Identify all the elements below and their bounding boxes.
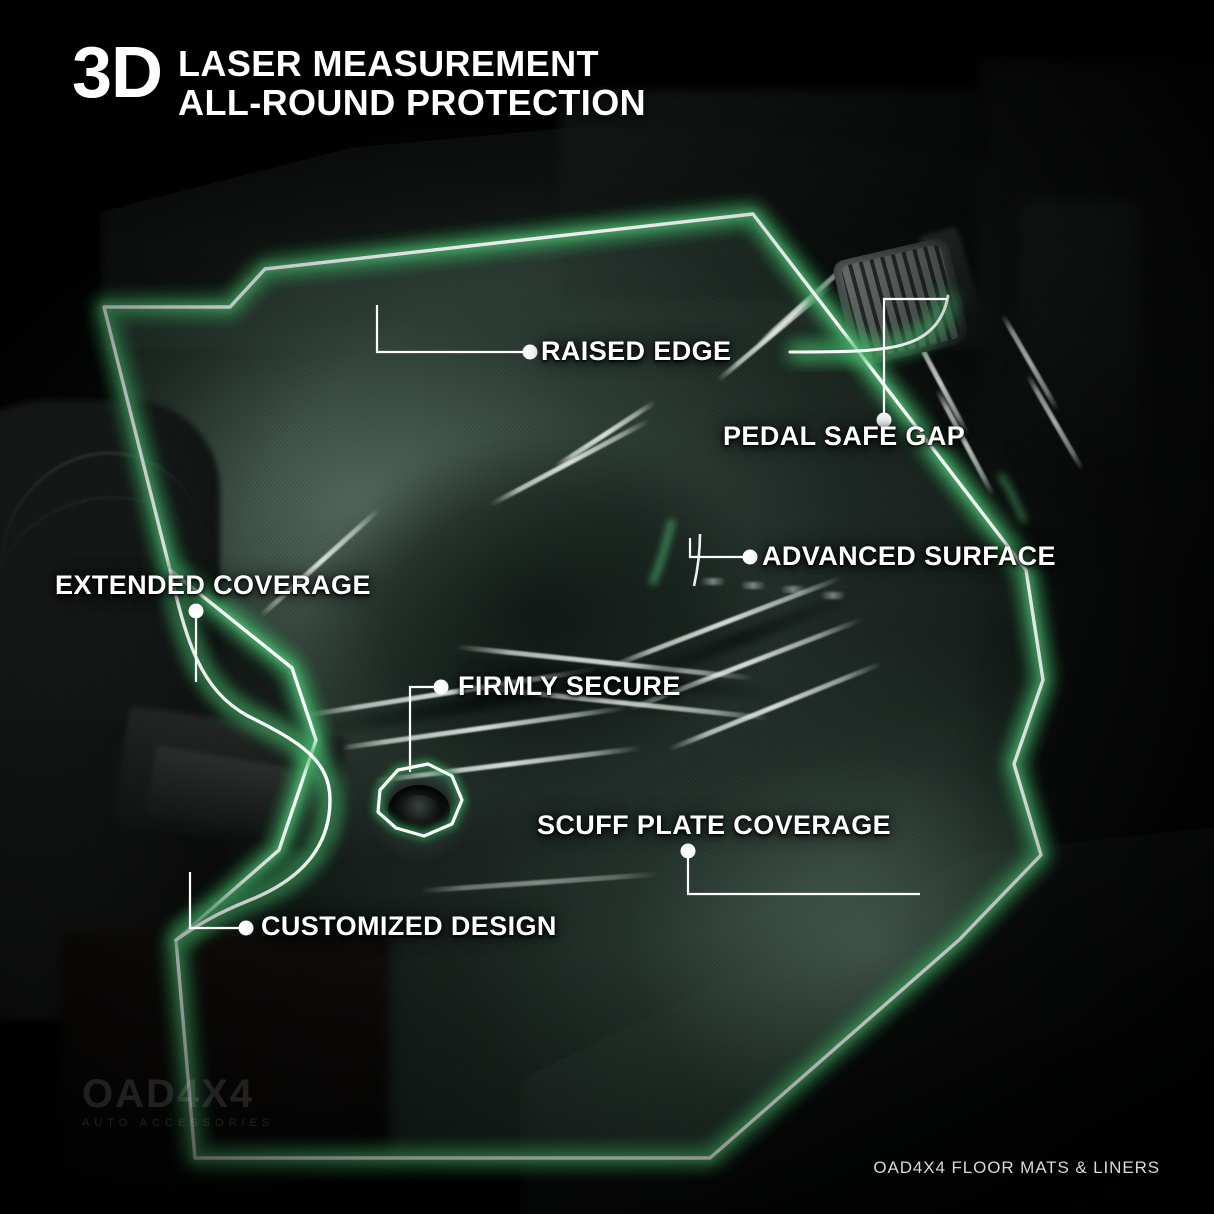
footer-caption: OAD4X4 FLOOR MATS & LINERS [873,1158,1160,1177]
badge-3d: 3D [72,33,163,113]
callout-label-extended-coverage: EXTENDED COVERAGE [55,570,371,600]
watermark-brand: OAD4X4 [82,1072,255,1116]
callout-label-pedal-safe-gap: PEDAL SAFE GAP [723,421,966,451]
callout-label-customized-design: CUSTOMIZED DESIGN [261,911,557,941]
callout-label-advanced-surface: ADVANCED SURFACE [762,541,1056,571]
headline-line-1: LASER MEASUREMENT [178,43,599,84]
callout-label-firmly-secure: FIRMLY SECURE [458,671,681,701]
brand-watermark: OAD4X4 AUTO ACCESSORIES [82,1074,274,1129]
callout-label-raised-edge: RAISED EDGE [541,336,732,366]
watermark-tagline: AUTO ACCESSORIES [82,1117,275,1129]
callout-label-scuff-plate-coverage: SCUFF PLATE COVERAGE [537,810,892,840]
headline-line-2: ALL-ROUND PROTECTION [178,81,647,123]
header-title-block: 3D LASER MEASUREMENT ALL-ROUND PROTECTIO… [72,33,647,123]
